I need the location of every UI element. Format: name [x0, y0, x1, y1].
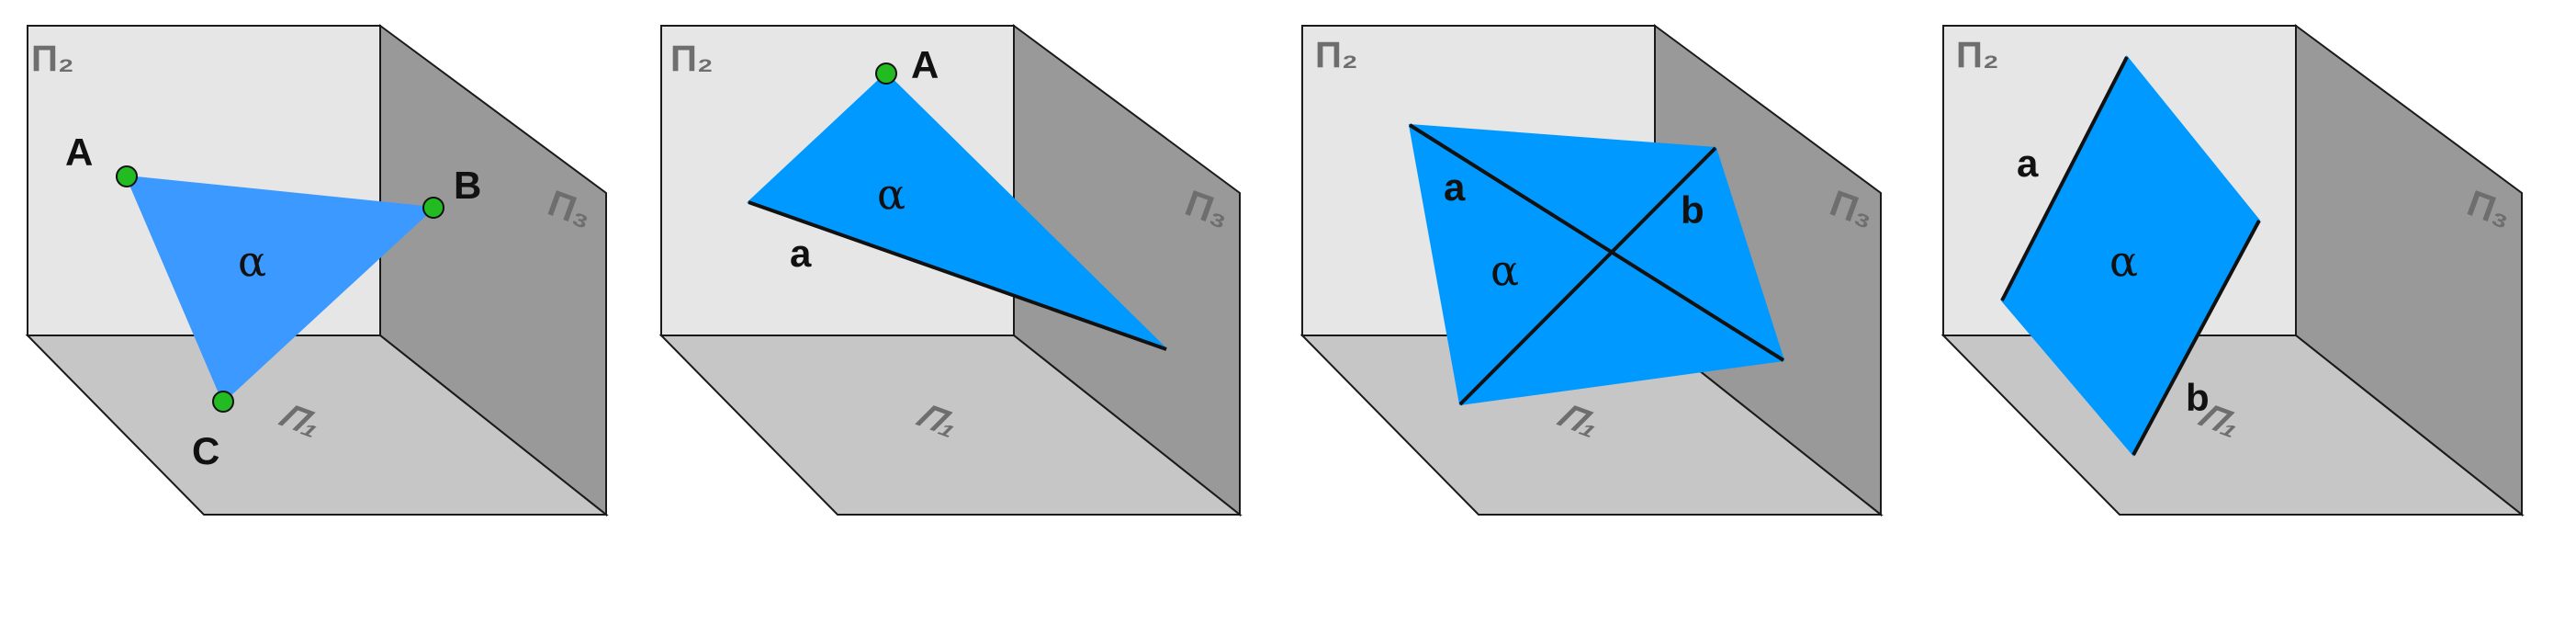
- line-b-label: b: [1681, 188, 1704, 232]
- line-a: [748, 200, 1167, 351]
- panel-parallel-lines: Π₂ Π₃ Π₁ α a b: [1940, 24, 2525, 517]
- point-c-label: C: [192, 429, 219, 472]
- panel-three-points: Π₂ Π₃ Π₁ α A B C: [25, 24, 609, 517]
- line-a-label: a: [1444, 165, 1466, 209]
- plane-alpha-label: α: [877, 169, 906, 219]
- line-a-label: a: [790, 232, 812, 275]
- line-a-label: a: [2017, 142, 2039, 185]
- point-a-marker: [875, 62, 897, 85]
- panel-intersecting-lines: Π₂ Π₃ Π₁ α a b: [1299, 24, 1884, 517]
- point-a-label: A: [65, 130, 93, 174]
- plane-label-p2: Π₂: [670, 39, 714, 79]
- plane-label-p2: Π₂: [31, 39, 74, 79]
- point-b-marker: [422, 197, 444, 219]
- line-a: [1408, 123, 1785, 362]
- plane-alpha-label: α: [238, 236, 266, 286]
- line-b: [1458, 146, 1717, 406]
- plane-alpha-label: α: [2109, 236, 2138, 286]
- plane-alpha: [125, 175, 436, 403]
- plane-label-p2: Π₂: [1315, 35, 1358, 75]
- point-c-marker: [212, 391, 234, 413]
- plane-label-p2: Π₂: [1956, 35, 1999, 75]
- line-a: [2000, 56, 2129, 301]
- line-b-label: b: [2186, 376, 2210, 419]
- line-b: [2132, 220, 2261, 456]
- panel-line-and-point: Π₂ Π₃ Π₁ α A a: [658, 24, 1243, 517]
- point-b-label: B: [454, 164, 481, 207]
- plane-alpha-label: α: [1490, 245, 1519, 295]
- floor-plane-p1: [658, 335, 1243, 516]
- projection-box: [25, 24, 609, 517]
- point-a-label: A: [911, 43, 939, 86]
- point-a-marker: [116, 165, 138, 187]
